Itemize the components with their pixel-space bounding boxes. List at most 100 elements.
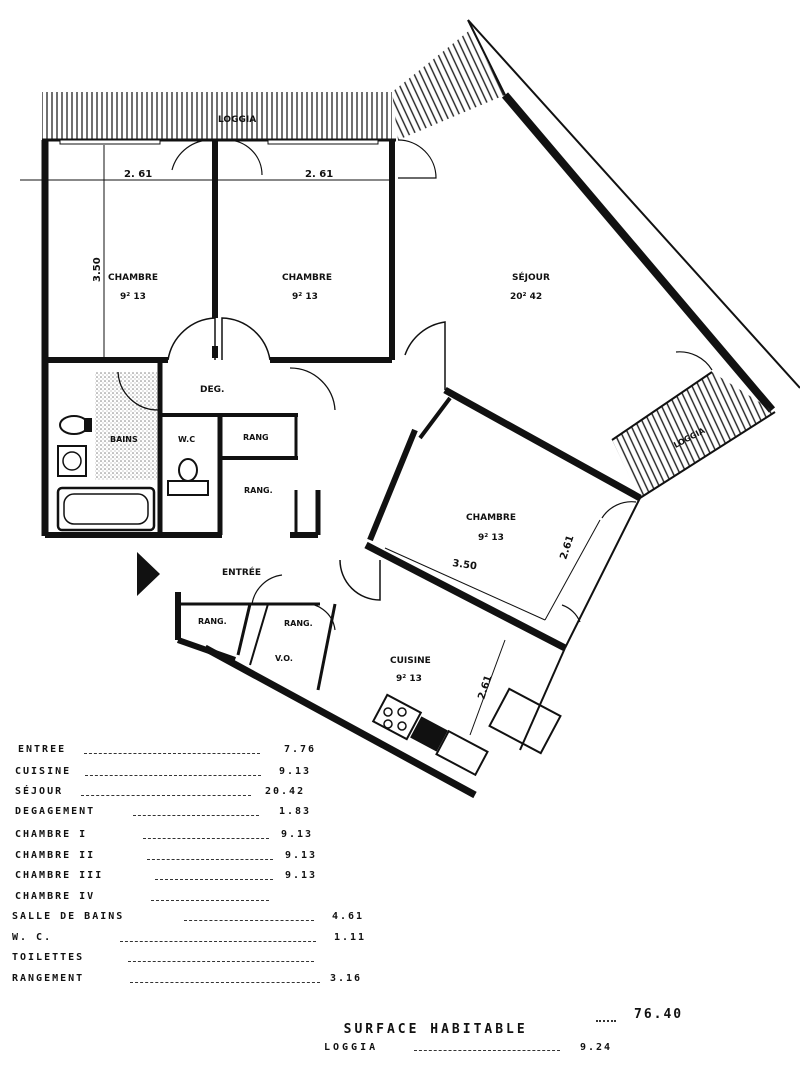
stove [371, 693, 423, 741]
table-row: CHAMBRE IV [15, 891, 325, 905]
door-sejour [404, 321, 446, 390]
table-row: CHAMBRE II 9.13 [15, 850, 325, 864]
bathtub [56, 486, 156, 532]
chambre-2-label: CHAMBRE [282, 273, 332, 283]
row-value: 9.13 [285, 870, 318, 881]
row-value: 9.13 [285, 850, 318, 861]
row-value: 1.11 [334, 932, 367, 943]
sejour-outer-rail [467, 19, 800, 389]
row-label: TOILETTES [12, 952, 85, 963]
outer-rail-top [467, 19, 506, 96]
loggia-right-hatch [612, 372, 775, 498]
door-loggia-right [675, 351, 713, 371]
door-ch3 [601, 501, 637, 519]
row-label: SALLE DE BAINS [12, 911, 125, 922]
surface-value: 76.40 [634, 1007, 684, 1022]
door-ch1-top [171, 139, 213, 171]
surface-habitable: SURFACE HABITABLE [322, 1007, 528, 1037]
sink [435, 729, 489, 777]
row-value: 7.76 [284, 744, 317, 755]
wall-sejour-bottom [443, 386, 642, 502]
sejour-outer-wall [501, 92, 776, 413]
rang-1-label: RANG [243, 433, 269, 442]
table-row: CHAMBRE I 9.13 [15, 829, 315, 843]
door-entree [339, 559, 381, 601]
row-label: RANGEMENT [12, 973, 85, 984]
bains-label: BAINS [110, 435, 138, 444]
row-label: CHAMBRE IV [15, 891, 96, 902]
rang-3-label: RANG. [198, 617, 227, 626]
dim-width-2: 2. 61 [305, 169, 333, 180]
loggia-summary-label: LOGGIA [324, 1042, 379, 1053]
dim-ch3-height: 2.61 [558, 534, 576, 561]
door-ch1 [167, 317, 216, 361]
row-label: DEGAGEMENT [15, 806, 96, 817]
row-label: W. C. [12, 932, 53, 943]
table-row: ENTREE 7.76 [18, 744, 318, 758]
toilet-fixture [59, 415, 89, 435]
bathroom-floor [95, 372, 157, 480]
loggia-summary-value: 9.24 [580, 1042, 613, 1053]
chambre-1-label: CHAMBRE [108, 273, 158, 283]
wall-cuisine-bottom [203, 644, 477, 799]
row-value: 3.16 [330, 973, 363, 984]
washbasin [57, 445, 87, 477]
wc-label: W.C [178, 435, 195, 444]
row-label: CHAMBRE I [15, 829, 88, 840]
chambre-1-area: 9² 13 [120, 292, 146, 302]
dim-height-1: 3.50 [92, 257, 103, 282]
surface-dots [596, 1020, 616, 1022]
wall-ch3-left [367, 428, 418, 542]
entree-label: ENTRÉE [222, 566, 261, 578]
row-label: CHAMBRE III [15, 870, 104, 881]
row-value: 9.13 [281, 829, 314, 840]
entrance-arrow [137, 552, 160, 596]
loggia-dots [414, 1050, 560, 1051]
dim-width-1: 2. 61 [124, 169, 152, 180]
table-row: SALLE DE BAINS 4.61 [12, 911, 372, 925]
door-ch3-b [561, 604, 581, 623]
table-row: DEGAGEMENT 1.83 [15, 806, 315, 820]
surface-table: ENTREE 7.76 CUISINE 9.13 SÉJOUR 20.42 DE… [0, 0, 364, 984]
row-label: ENTREE [18, 744, 67, 755]
dim-ch3-width: 3.50 [452, 558, 478, 572]
row-value: 20.42 [265, 786, 306, 797]
row-value: 4.61 [332, 911, 365, 922]
loggia-top-label: LOGGIA [218, 115, 256, 125]
table-row: SÉJOUR 20.42 [15, 786, 315, 800]
table-row: RANGEMENT 3.16 [12, 973, 392, 987]
wc-fixture [178, 458, 198, 482]
loggia-top-hatch-angled [392, 30, 505, 140]
door-ch2-top [225, 139, 263, 176]
chambre-2-area: 9² 13 [292, 292, 318, 302]
door-bath [117, 371, 159, 411]
loggia-top-hatch [42, 92, 392, 140]
table-row: TOILETTES [12, 952, 372, 966]
sejour-area: 20² 42 [510, 292, 542, 302]
wall-ch3-top [418, 396, 452, 440]
rang-2-label: RANG. [244, 486, 273, 495]
cuisine-area: 9² 13 [396, 674, 422, 684]
kitchen-table [488, 687, 562, 755]
door-ch2 [221, 317, 271, 361]
table-row: CUISINE 9.13 [15, 766, 315, 780]
dim-cuisine-depth: 2.61 [476, 674, 494, 701]
row-label: CHAMBRE II [15, 850, 96, 861]
table-row: W. C. 1.11 [12, 932, 372, 946]
rang-4-label: RANG. [284, 619, 313, 628]
row-value: 9.13 [279, 766, 312, 777]
oven [410, 716, 448, 752]
vo-label: V.O. [275, 654, 293, 663]
chambre-3-label: CHAMBRE [466, 513, 516, 523]
row-label: CUISINE [15, 766, 72, 777]
row-label: SÉJOUR [15, 786, 64, 797]
wall-ch3-bottom [364, 541, 567, 652]
sejour-label: SÉJOUR [512, 271, 550, 283]
deg-label: DEG. [200, 385, 224, 395]
row-value: 1.83 [279, 806, 312, 817]
door-sejour-top [397, 139, 437, 179]
wall-ch3-right [564, 497, 641, 649]
cuisine-label: CUISINE [390, 656, 431, 666]
